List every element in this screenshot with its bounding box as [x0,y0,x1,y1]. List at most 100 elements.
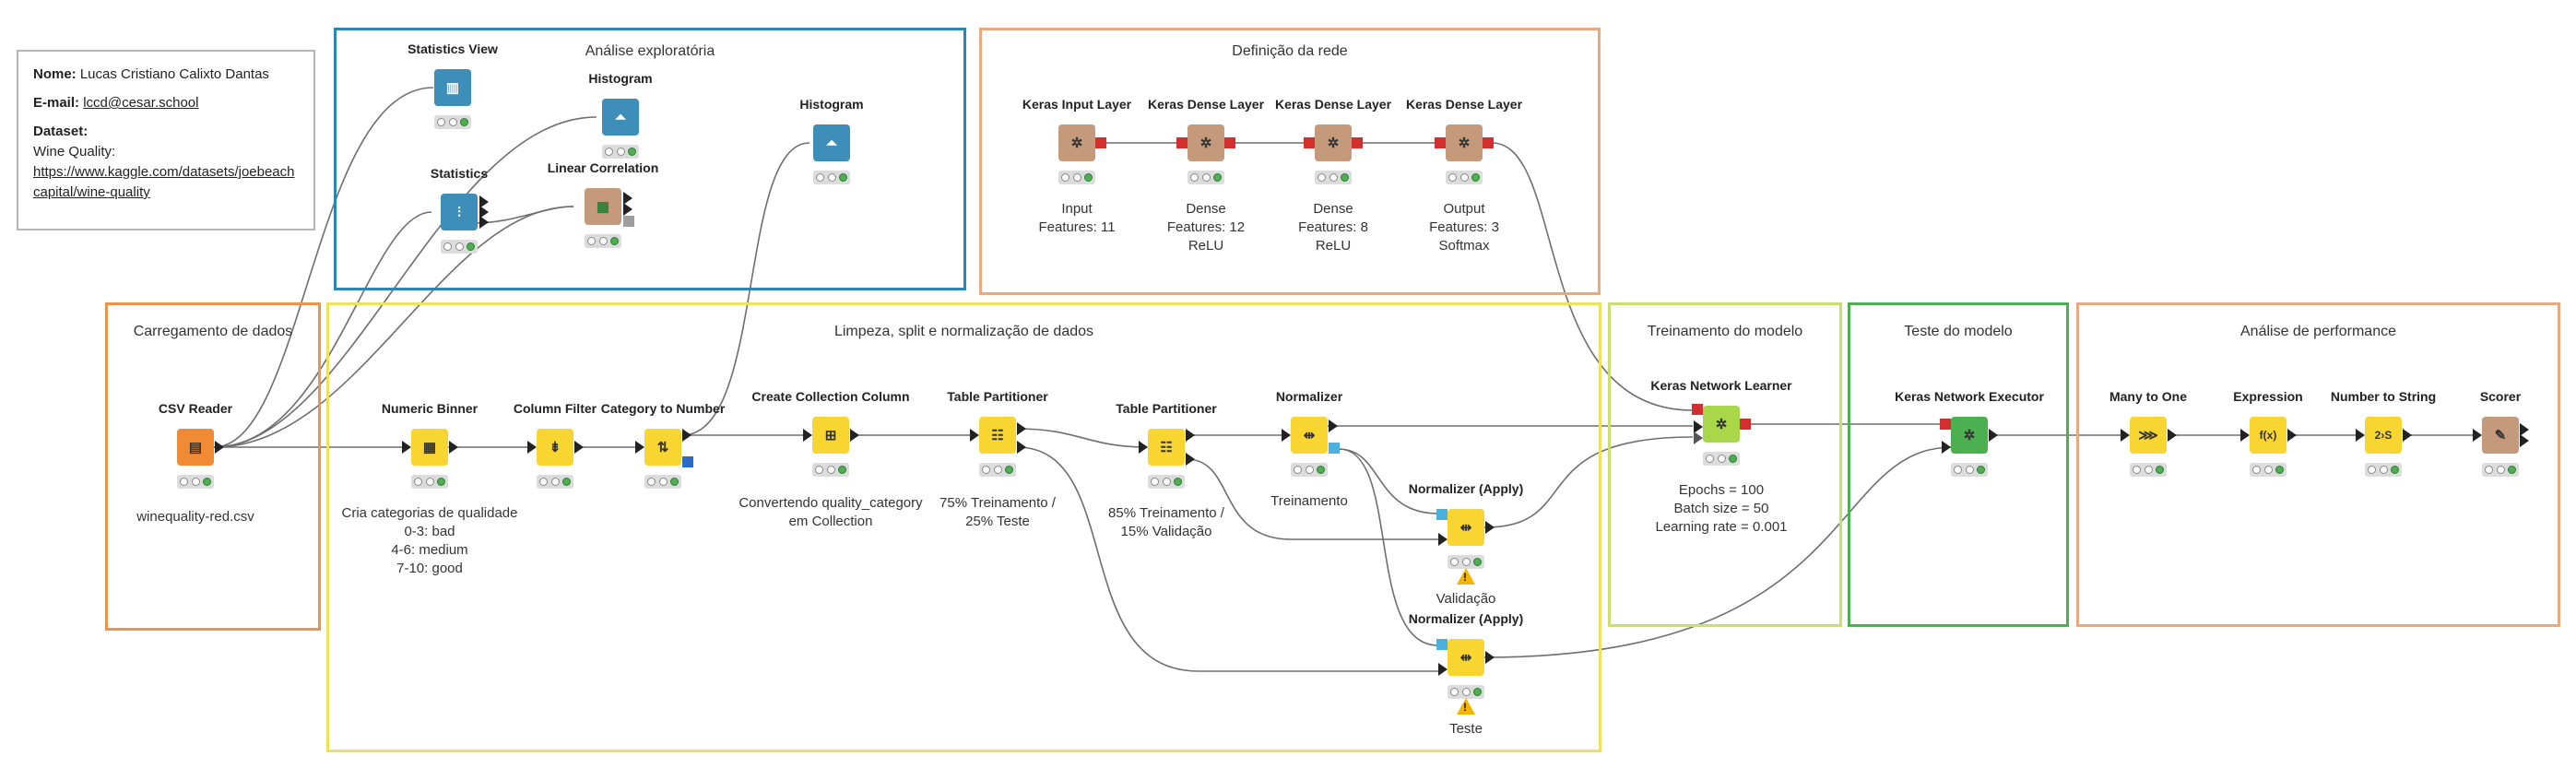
output-port[interactable] [682,429,691,442]
output-port[interactable] [479,195,489,208]
status-dot [827,173,836,182]
output-port[interactable] [2403,429,2412,442]
output-port[interactable] [449,441,458,454]
input-port-red[interactable] [1176,137,1188,148]
status-dot [539,478,549,486]
output-port-red[interactable] [1224,137,1235,148]
status-dot [437,118,446,126]
input-port[interactable] [803,429,812,442]
annotation-cleaning[interactable]: Limpeza, split e normalização de dados [326,302,1601,752]
input-port[interactable] [1139,441,1148,454]
annotation-exploratory[interactable]: Análise exploratória [334,28,966,290]
input-port-red[interactable] [1304,137,1315,148]
output-port-red[interactable] [1352,137,1363,148]
output-port[interactable] [479,206,489,219]
output-port[interactable] [215,441,224,454]
input-port[interactable] [1438,663,1448,676]
dataset-link[interactable]: https://www.kaggle.com/datasets/joebeach… [33,164,295,200]
model-input-port-blue[interactable] [1436,639,1448,650]
output-port[interactable] [1186,429,1195,442]
input-port[interactable] [1282,429,1291,442]
node-description: Dense Features: 12 ReLU [1166,201,1246,254]
input-port[interactable] [527,441,537,454]
network-output-port-red[interactable] [1740,419,1751,430]
collection-icon: ⊞ [812,417,849,454]
output-port-red[interactable] [1095,137,1106,148]
status-dot [180,478,189,486]
annotation-performance[interactable]: Análise de performance [2076,302,2560,627]
input-port[interactable] [1438,533,1448,546]
output-port-gray[interactable] [623,216,634,227]
output-port[interactable] [2287,429,2297,442]
node-description: Cria categorias de qualidade 0-3: bad 4-… [341,505,518,576]
node-status [1058,171,1095,184]
input-port[interactable] [2240,429,2250,442]
node-status [1703,452,1740,466]
input-port[interactable] [1942,441,1951,454]
output-port[interactable] [1485,651,1495,664]
statistics-icon: ⫶ [441,194,478,230]
input-port-hollow[interactable] [1694,431,1703,444]
input-port[interactable] [635,441,644,454]
input-port[interactable] [1694,420,1703,433]
bar-chart-icon: ▥ [434,69,471,106]
output-port[interactable] [2520,423,2529,436]
output-port[interactable] [1017,422,1026,435]
node-description: Validação [1436,591,1496,607]
status-dot-green [466,242,475,251]
status-dot-green [2155,466,2164,474]
node-title: Table Partitioner [1116,401,1217,416]
status-dot [1965,466,1974,474]
output-port-blue[interactable] [682,456,693,467]
annotation-network[interactable]: Definição da rede [979,28,1601,295]
output-port[interactable] [574,441,584,454]
output-port[interactable] [2168,429,2177,442]
convert-icon: ⇅ [644,429,681,466]
node-status [1315,171,1352,184]
status-dot [2496,466,2505,474]
output-port-red[interactable] [1483,137,1494,148]
network-input-port-red[interactable] [1692,404,1703,415]
input-port-red[interactable] [1435,137,1446,148]
annotation-testing-title: Teste do modelo [1904,324,2013,339]
status-dot [1706,455,1715,463]
output-port[interactable] [623,203,632,216]
node-status [177,475,214,489]
node-title: Keras Input Layer [1022,97,1132,112]
status-dot [1072,173,1081,182]
input-port[interactable] [2356,429,2365,442]
status-dot [1294,466,1303,474]
output-port[interactable] [1989,429,1998,442]
wire-normmodel-val [1338,448,1439,514]
input-port[interactable] [2121,429,2130,442]
annotation-training[interactable]: Treinamento do modelo [1608,302,1842,627]
node-status [537,475,573,489]
output-port[interactable] [850,429,859,442]
status-dot [1151,478,1160,486]
status-dot [605,148,614,156]
author-email-link[interactable]: lccd@cesar.school [83,95,199,111]
node-title: Linear Correlation [547,160,659,175]
input-port[interactable] [970,429,979,442]
model-output-port-blue[interactable] [1329,443,1340,454]
output-port[interactable] [2520,434,2529,447]
annotation-testing[interactable]: Teste do modelo [1848,302,2069,627]
input-port[interactable] [402,441,411,454]
annotation-loading-title: Carregamento de dados [133,324,293,339]
output-port[interactable] [1186,453,1195,466]
output-port[interactable] [479,216,489,229]
node-status [1446,171,1483,184]
output-port[interactable] [1017,441,1026,454]
network-input-port-red[interactable] [1940,419,1951,430]
model-input-port-blue[interactable] [1436,509,1448,520]
status-dot-green [2275,466,2284,474]
node-status [813,171,850,184]
output-port[interactable] [623,192,632,205]
wire-part2-normval [1186,458,1438,540]
output-port[interactable] [1485,521,1495,534]
input-port[interactable] [2473,429,2482,442]
annotation-loading[interactable]: Carregamento de dados [105,302,321,631]
output-port[interactable] [1329,420,1338,432]
